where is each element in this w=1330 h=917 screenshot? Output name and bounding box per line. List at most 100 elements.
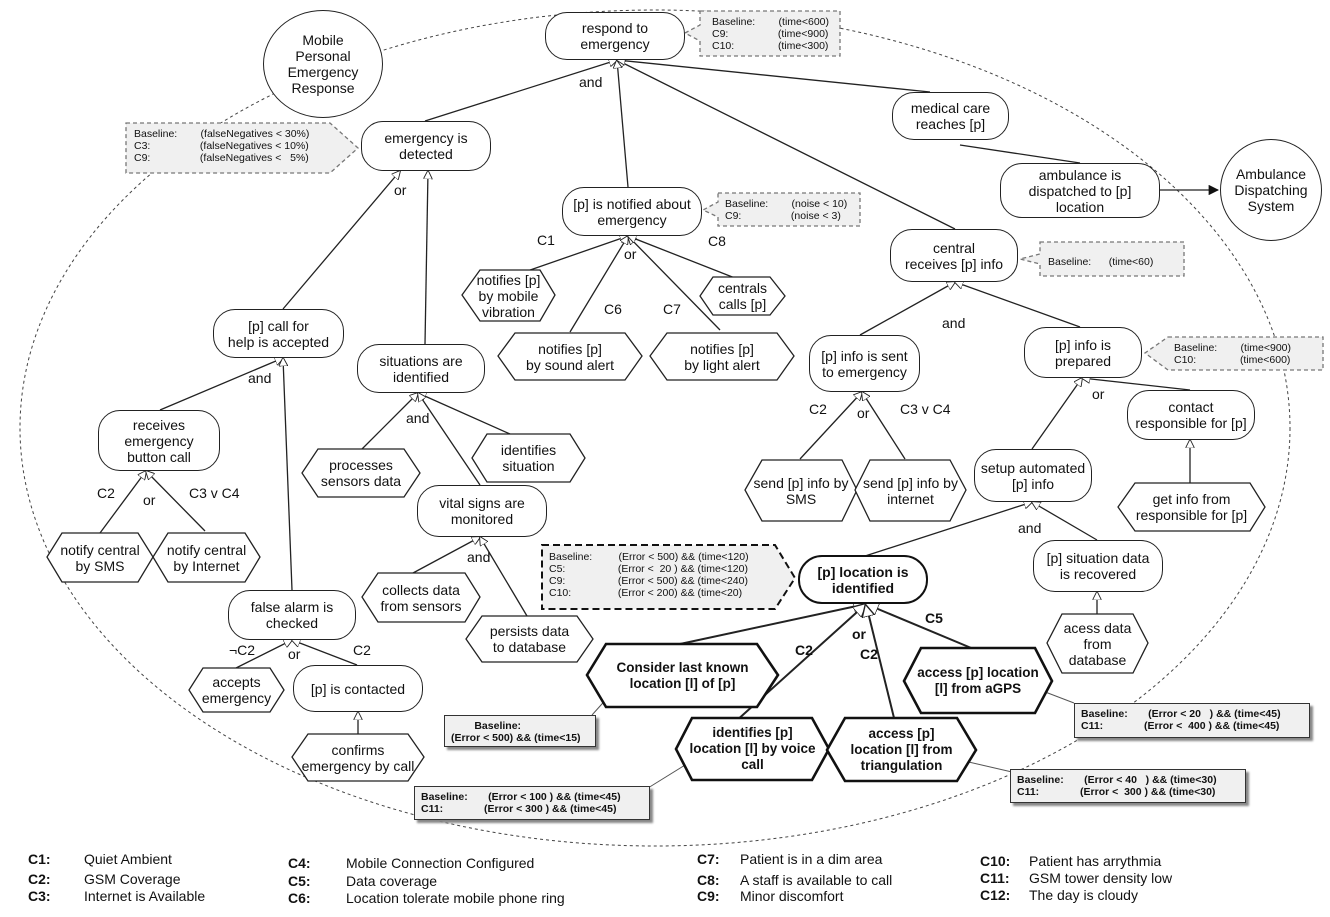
edge-identsit-situations (418, 393, 511, 435)
task-send-info-sms[interactable]: send [p] info by SMS (753, 474, 849, 507)
actor-mobile-personal-emergency-response[interactable]: Mobile Personal Emergency Response (263, 10, 383, 118)
task-centrals-calls[interactable]: centrals calls [p] (717, 280, 768, 312)
task-processes-sensors-data[interactable]: processes sensors data (320, 457, 402, 489)
label-and-central: and (942, 315, 966, 331)
hex-sendsms (744, 459, 858, 522)
goal-call-for-help-accepted[interactable]: [p] call for help is accepted (213, 309, 344, 358)
task-get-info-responsible[interactable]: get info from responsible for [p] (1135, 491, 1248, 523)
annotation-prepared: Baseline: (time<900) C10: (time<600) (1174, 342, 1292, 366)
task-notify-central-sms[interactable]: notify central by SMS (60, 541, 140, 574)
hex-processes (301, 448, 421, 498)
edge-medical-respond (617, 60, 931, 93)
hex-sendinternet (854, 459, 967, 522)
task-collects-data-sensors[interactable]: collects data from sensors (380, 581, 462, 614)
task-persists-data-database[interactable]: persists data to database (489, 623, 570, 655)
task-accepts-emergency[interactable]: accepts emergency (201, 674, 272, 706)
edge-notinternet-button (146, 471, 206, 532)
annotation-notified: Baseline: (noise < 10) C9: (noise < 3) (725, 198, 848, 222)
label-or-false: or (288, 646, 301, 662)
goal-info-sent-to-emergency[interactable]: [p] info is sent to emergency (809, 335, 920, 392)
goal-notified-about-emergency[interactable]: [p] is notified about emergency (562, 187, 702, 236)
goal-location-identified[interactable]: [p] location is identified (798, 555, 928, 604)
annotation-central: Baseline: (time<60) (1048, 256, 1154, 268)
edge-processes-situations (361, 393, 418, 450)
goal-vital-signs-monitored[interactable]: vital signs are monitored (417, 485, 547, 537)
edge-situations-detected (425, 171, 428, 345)
task-last-known-location[interactable]: Consider last known location [l] of [p] (616, 659, 749, 691)
goal-emergency-detected[interactable]: emergency is detected (361, 121, 491, 171)
annotation-respond: Baseline: (time<600) C9: (time<900) C10:… (712, 16, 830, 52)
goal-info-prepared[interactable]: [p] info is prepared (1024, 327, 1142, 378)
goal-situations-identified[interactable]: situations are identified (357, 344, 485, 393)
annotation-voice: Baseline: (Error < 100 ) && (time<45) C1… (414, 786, 650, 820)
goal-respond-to-emergency[interactable]: respond to emergency (545, 12, 685, 60)
task-send-info-internet[interactable]: send [p] info by internet (863, 474, 958, 507)
label-c6: C6 (604, 301, 622, 317)
task-notify-central-internet[interactable]: notify central by Internet (166, 541, 247, 574)
goal-false-alarm-checked[interactable]: false alarm is checked (228, 590, 356, 640)
task-identifies-situation[interactable]: identifies situation (500, 442, 557, 474)
edge-lastknown-location (679, 604, 866, 645)
callout-central (1019, 241, 1185, 277)
label-not-c2: ¬C2 (229, 642, 256, 658)
callout-location (541, 544, 797, 610)
label-and-respond: and (579, 74, 603, 90)
task-location-voice-call[interactable]: identifies [p] location [l] by voice cal… (689, 725, 816, 772)
annotation-detected: Baseline: (falseNegatives < 30%) C3: (fa… (134, 128, 310, 164)
actor-boundary (19, 9, 1291, 847)
label-c3c4-button: C3 v C4 (189, 485, 240, 501)
task-location-triangulation[interactable]: access [p] location [l] from triangulati… (850, 725, 953, 773)
hex-persists (465, 615, 594, 663)
label-and-call: and (248, 370, 272, 386)
edge-vital-situations (418, 393, 481, 486)
edge-persists-vital (480, 537, 528, 617)
hex-identsit (471, 433, 586, 483)
annotation-location: Baseline: (Error < 500) && (time<120) C5… (549, 551, 749, 599)
edge-sms-sent (799, 392, 862, 460)
annotation-triang: Baseline: (Error < 40 ) && (time<30) C11… (1010, 769, 1246, 803)
task-access-data-database[interactable]: acess data from database (1063, 619, 1132, 668)
label-c2-false: C2 (353, 642, 371, 658)
connector-voice (647, 761, 691, 789)
edge-setup-prepared (1031, 378, 1082, 450)
goal-ambulance-dispatched[interactable]: ambulance is dispatched to [p] location (1000, 163, 1160, 218)
label-c2-location-b: C2 (860, 646, 878, 662)
edge-notsms-button (99, 471, 146, 534)
edge-central-respond (617, 60, 956, 230)
label-c3c4-sent: C3 v C4 (900, 401, 951, 417)
goal-contact-responsible[interactable]: contact responsible for [p] (1127, 390, 1255, 440)
edge-group (99, 40, 1220, 734)
task-confirms-emergency-call[interactable]: confirms emergency by call (301, 741, 415, 774)
task-notify-sound-alert[interactable]: notifies [p] by sound alert (526, 340, 614, 373)
hex-getinfo (1117, 482, 1266, 532)
edge-situationdata-setup (1032, 502, 1098, 541)
goal-p-is-contacted[interactable]: [p] is contacted (293, 665, 423, 712)
hex-notsms (46, 532, 154, 583)
edge-notified-respond (617, 60, 629, 188)
goal-receives-button-call[interactable]: receives emergency button call (98, 410, 220, 471)
annotation-last-known: Baseline: (Error < 500) && (time<15) (444, 715, 596, 747)
callout-detected (125, 122, 359, 174)
hex-agps (902, 646, 1054, 715)
edge-detected-respond (424, 60, 617, 122)
edge-light-notified (628, 236, 721, 331)
edge-ambulance-medical (959, 144, 1081, 164)
actor-ambulance-dispatching-system[interactable]: Ambulance Dispatching System (1220, 139, 1322, 241)
label-c2-button: C2 (97, 485, 115, 501)
goal-situation-data-recovered[interactable]: [p] situation data is recovered (1033, 540, 1163, 592)
hex-vibration (461, 269, 556, 322)
edge-contact-prepared (1082, 378, 1191, 391)
task-notify-light-alert[interactable]: notifies [p] by light alert (684, 340, 760, 373)
goal-medical-care-reaches[interactable]: medical care reaches [p] (892, 92, 1009, 140)
hex-sound (497, 332, 643, 381)
task-bold-shape-group (585, 642, 1054, 783)
task-notify-mobile-vibration[interactable]: notifies [p] by mobile vibration (476, 271, 541, 320)
task-access-location-agps[interactable]: access [p] location [l] from aGPS (917, 664, 1039, 696)
label-and-setup: and (1018, 520, 1042, 536)
goal-setup-automated-info[interactable]: setup automated [p] info (974, 449, 1092, 502)
goal-central-receives-info[interactable]: central receives [p] info (890, 229, 1018, 282)
annotation-agps: Baseline: (Error < 20 ) && (time<45) C11… (1074, 703, 1310, 738)
edge-sent-central (859, 282, 955, 336)
callout-frame-group (125, 10, 1324, 371)
